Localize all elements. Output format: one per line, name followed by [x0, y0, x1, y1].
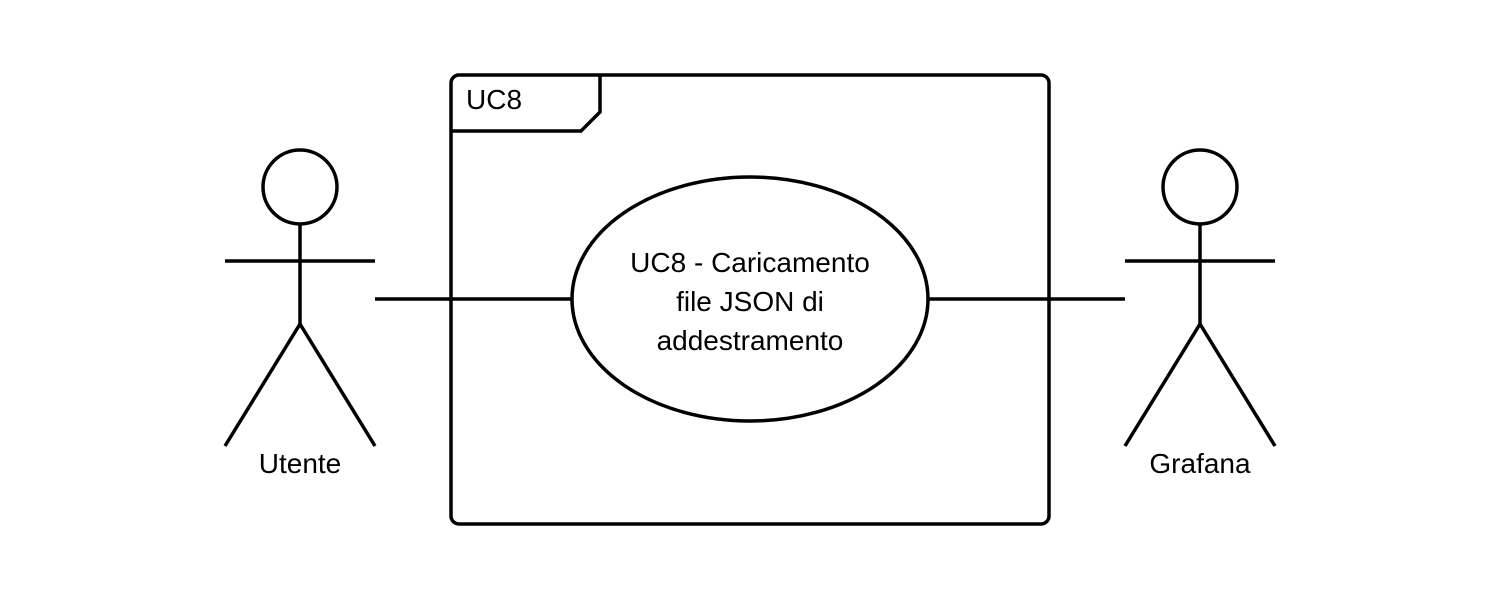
use-case-label-line-3: addestramento — [657, 325, 844, 356]
actor-grafana-left-leg — [1123, 323, 1202, 447]
use-case-ellipse — [570, 175, 930, 423]
system-boundary-label: UC8 — [466, 84, 522, 115]
actor-grafana-right-leg — [1198, 323, 1277, 447]
use-case-label-line-1: UC8 - Caricamento — [630, 247, 870, 278]
system-boundary-label-tab — [451, 75, 602, 133]
actor-utente-label: Utente — [259, 448, 342, 479]
actor-utente-left-leg — [223, 323, 302, 447]
use-case-label-line-2: file JSON di — [676, 286, 824, 317]
use-case: UC8 - Caricamento file JSON di addestram… — [570, 175, 930, 423]
actor-grafana-head — [1161, 148, 1239, 226]
actor-utente-right-leg — [298, 323, 377, 447]
actor-utente-head — [261, 148, 339, 226]
actor-utente: Utente — [223, 148, 377, 479]
actor-grafana: Grafana — [1123, 148, 1277, 479]
actor-grafana-label: Grafana — [1149, 448, 1251, 479]
